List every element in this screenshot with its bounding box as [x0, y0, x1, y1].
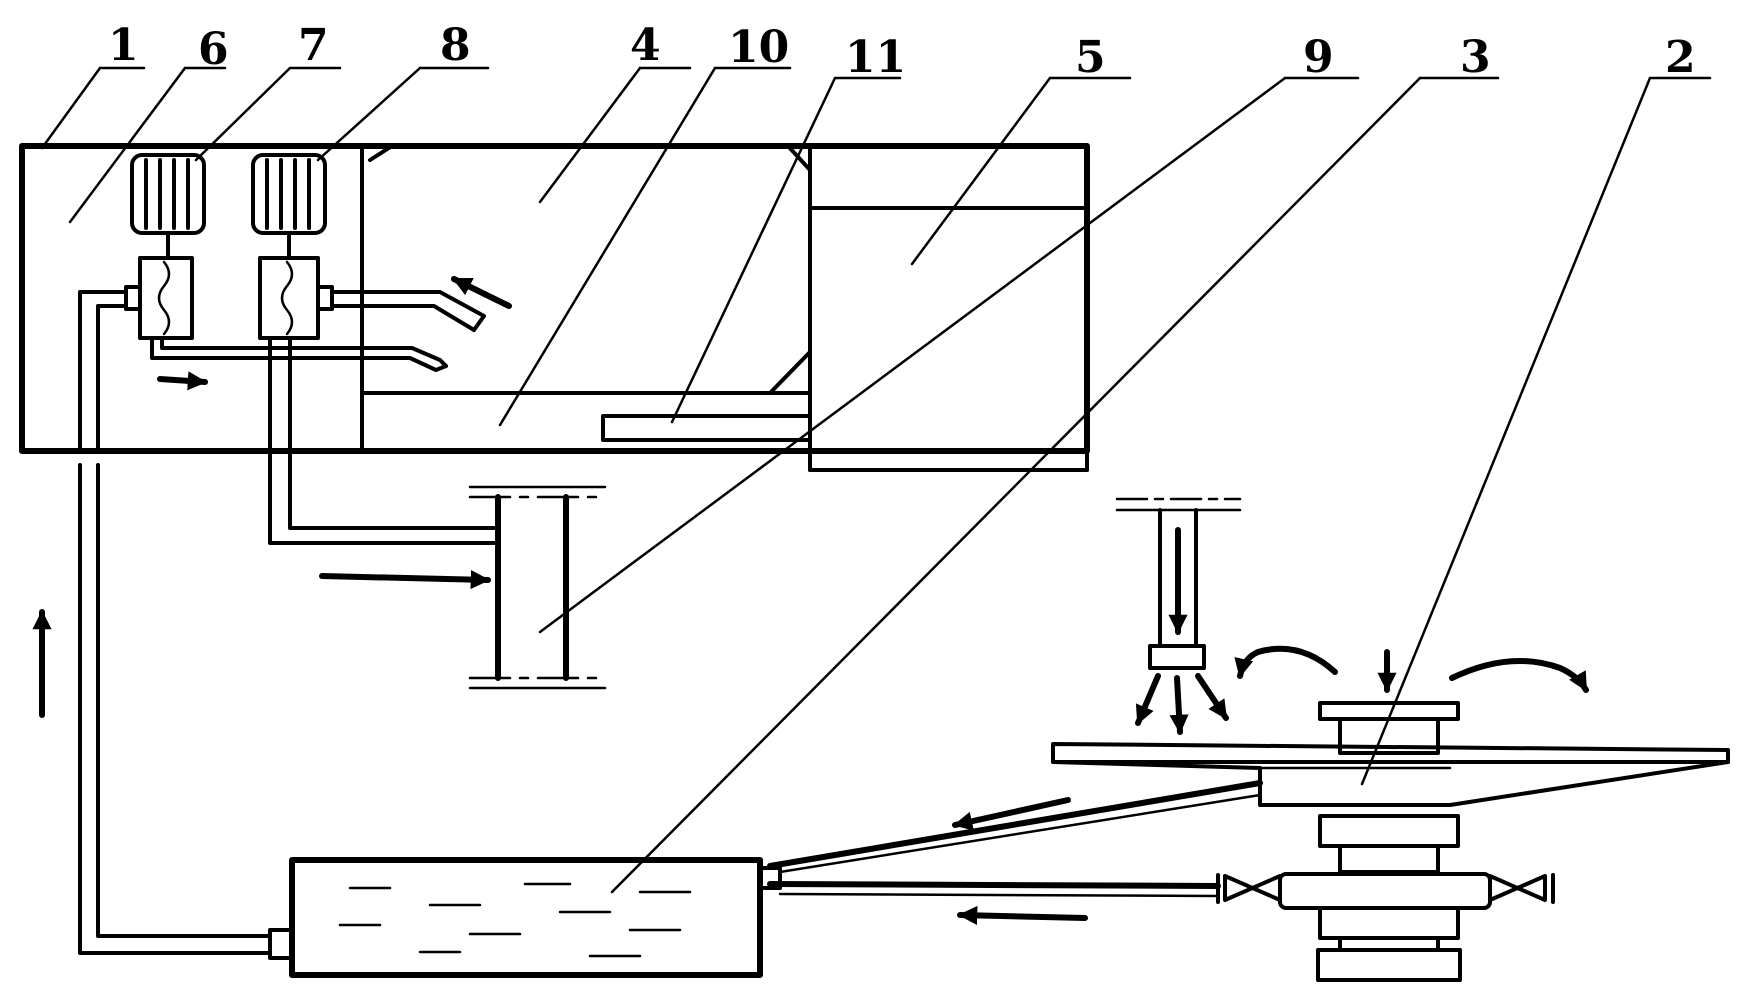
filter-9 [468, 485, 607, 690]
pump-7 [124, 256, 194, 340]
label-3: 3 [1460, 32, 1491, 83]
label-2: 2 [1665, 32, 1696, 83]
label-4: 4 [630, 20, 661, 71]
label-1: 1 [108, 20, 139, 71]
label-8: 8 [440, 20, 471, 71]
motor-8 [251, 153, 327, 260]
spray-nozzle [1115, 497, 1242, 670]
label-10: 10 [728, 22, 789, 73]
reference-labels: 1 6 7 8 4 10 11 5 9 3 2 [108, 20, 1696, 83]
tank-3 [268, 857, 782, 978]
external-piping [78, 449, 500, 955]
leader-lines [40, 66, 1712, 894]
flow-arrows [32, 276, 1589, 926]
label-11: 11 [845, 32, 906, 83]
rotary-table-2 [1051, 701, 1730, 982]
table-to-tank-lines [767, 780, 1263, 898]
label-5: 5 [1075, 32, 1106, 83]
label-7: 7 [298, 20, 329, 71]
label-9: 9 [1303, 32, 1334, 83]
internal-piping [78, 290, 486, 453]
pump-8 [258, 256, 334, 340]
motor-7 [130, 153, 206, 260]
label-6: 6 [198, 24, 229, 75]
main-housing [19, 143, 1090, 472]
